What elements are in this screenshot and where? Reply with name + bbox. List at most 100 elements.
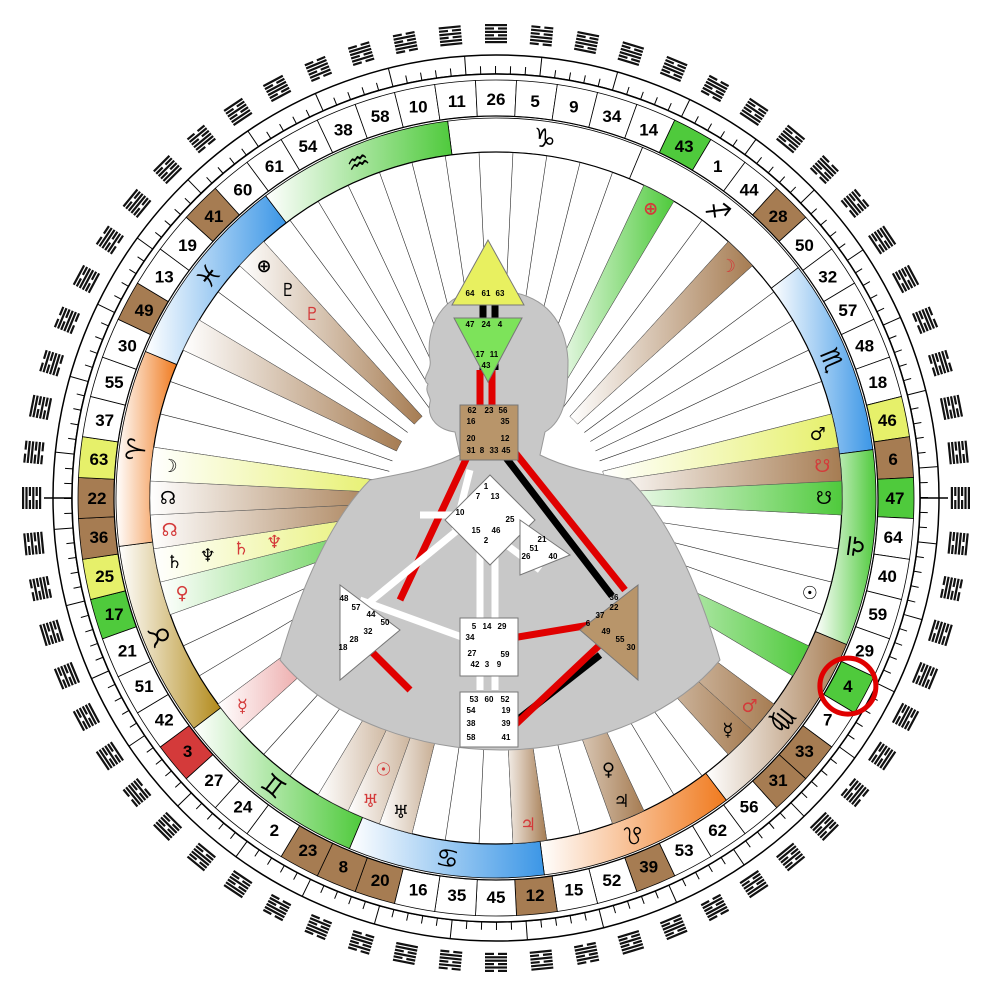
hexagram-icon [347, 930, 375, 955]
hexagram-icon [153, 155, 183, 185]
planet-icon: ☋ [814, 456, 830, 477]
center-gate-label: 8 [480, 446, 485, 455]
hexagram-icon [95, 741, 124, 771]
center-gate-label: 47 [466, 320, 475, 329]
center-gate-label: 57 [352, 603, 361, 612]
center-solar-plexus [579, 583, 639, 682]
center-gate-label: 62 [468, 406, 477, 415]
planet-icon: ♃ [613, 791, 629, 812]
hexagram-icon [28, 394, 53, 421]
hexagram-icon [438, 25, 463, 47]
center-gate-label: 7 [476, 492, 481, 501]
center-gate-label: 32 [364, 627, 373, 636]
hexagram-icon [122, 778, 152, 808]
center-heart [519, 519, 572, 576]
gate-label-18: 18 [868, 373, 887, 392]
gate-label-38: 38 [334, 120, 353, 139]
gate-label-16: 16 [409, 880, 428, 899]
gate-label-45: 45 [487, 888, 506, 907]
center-gate-label: 41 [502, 733, 511, 742]
gate-label-27: 27 [204, 771, 223, 790]
center-gate-label: 36 [610, 593, 619, 602]
center-gate-label: 15 [472, 526, 481, 535]
center-gate-label: 3 [485, 660, 490, 669]
hexagram-icon [53, 306, 81, 335]
zodiac-sign-icon: ♈ [121, 436, 154, 463]
hexagram-icon [23, 531, 45, 556]
hexagram-icon [928, 349, 953, 377]
gate-label-46: 46 [878, 411, 897, 430]
gate-label-62: 62 [708, 821, 727, 840]
hexagram-ring [22, 24, 970, 972]
gate-label-23: 23 [298, 841, 317, 860]
gate-label-6: 6 [888, 450, 897, 469]
center-gate-label: 10 [456, 508, 465, 517]
hexagram-icon [223, 97, 253, 126]
channel-line [502, 437, 628, 593]
planet-icon: ☿ [722, 720, 733, 741]
center-gate-label: 61 [482, 289, 491, 298]
center-gate-label: 48 [340, 594, 349, 603]
gate-label-26: 26 [487, 90, 506, 109]
gate-label-41: 41 [204, 207, 223, 226]
planet-icon: ☉ [802, 583, 818, 604]
center-gate-label: 51 [530, 544, 539, 553]
hexagram-icon [911, 306, 939, 335]
hexagram-icon [186, 124, 216, 154]
center-sacral [459, 617, 519, 677]
center-gate-label: 37 [596, 611, 605, 620]
hexagram-icon [947, 531, 969, 556]
gate-label-10: 10 [409, 98, 428, 117]
hexagram-icon [122, 188, 152, 218]
planet-icon: ☊ [162, 520, 178, 541]
center-g [444, 474, 536, 566]
gate-label-54: 54 [298, 137, 317, 156]
gate-label-56: 56 [740, 797, 759, 816]
center-gate-label: 5 [472, 622, 477, 631]
center-gate-label: 63 [496, 289, 505, 298]
gate-label-53: 53 [675, 841, 694, 860]
center-gate-label: 2 [484, 536, 489, 545]
hexagram-icon [868, 225, 897, 255]
center-root [459, 691, 519, 748]
highlight-circle [817, 655, 879, 717]
gate-label-14: 14 [639, 120, 658, 139]
hexagram-icon [840, 188, 870, 218]
hexagram-icon [659, 913, 688, 941]
hexagram-icon [776, 842, 806, 872]
center-gate-label: 40 [549, 552, 558, 561]
gate-label-40: 40 [878, 567, 897, 586]
channel-line [357, 517, 473, 613]
gate-label-60: 60 [233, 181, 252, 200]
planet-icon: ☽ [162, 456, 178, 477]
hexagram-icon [39, 349, 64, 377]
gate-label-34: 34 [602, 107, 621, 126]
hexagram-icon [573, 941, 600, 966]
center-gate-label: 45 [502, 446, 511, 455]
center-gate-label: 55 [616, 635, 625, 644]
gate-label-2: 2 [270, 821, 279, 840]
center-throat [459, 404, 519, 461]
hexagram-icon [262, 893, 292, 922]
gate-label-20: 20 [371, 871, 390, 890]
center-gate-label: 39 [502, 719, 511, 728]
gate-label-37: 37 [95, 411, 114, 430]
planet-icon: ♀ [176, 583, 189, 604]
zodiac-sign-icon: ♑ [531, 123, 558, 156]
gate-label-33: 33 [795, 742, 814, 761]
hexagram-icon [776, 124, 806, 154]
planet-icon: ♃ [520, 814, 536, 835]
hexagram-icon [617, 41, 645, 66]
planet-icon: ♄ [233, 539, 249, 560]
hexagram-icon [438, 949, 463, 971]
center-gate-label: 52 [501, 695, 510, 704]
gate-label-5: 5 [530, 92, 539, 111]
hexagram-icon [262, 74, 292, 103]
hexagram-icon [529, 25, 554, 47]
hexagram-icon [72, 702, 101, 732]
hexagram-icon [700, 893, 730, 922]
center-gate-label: 1 [484, 482, 489, 491]
